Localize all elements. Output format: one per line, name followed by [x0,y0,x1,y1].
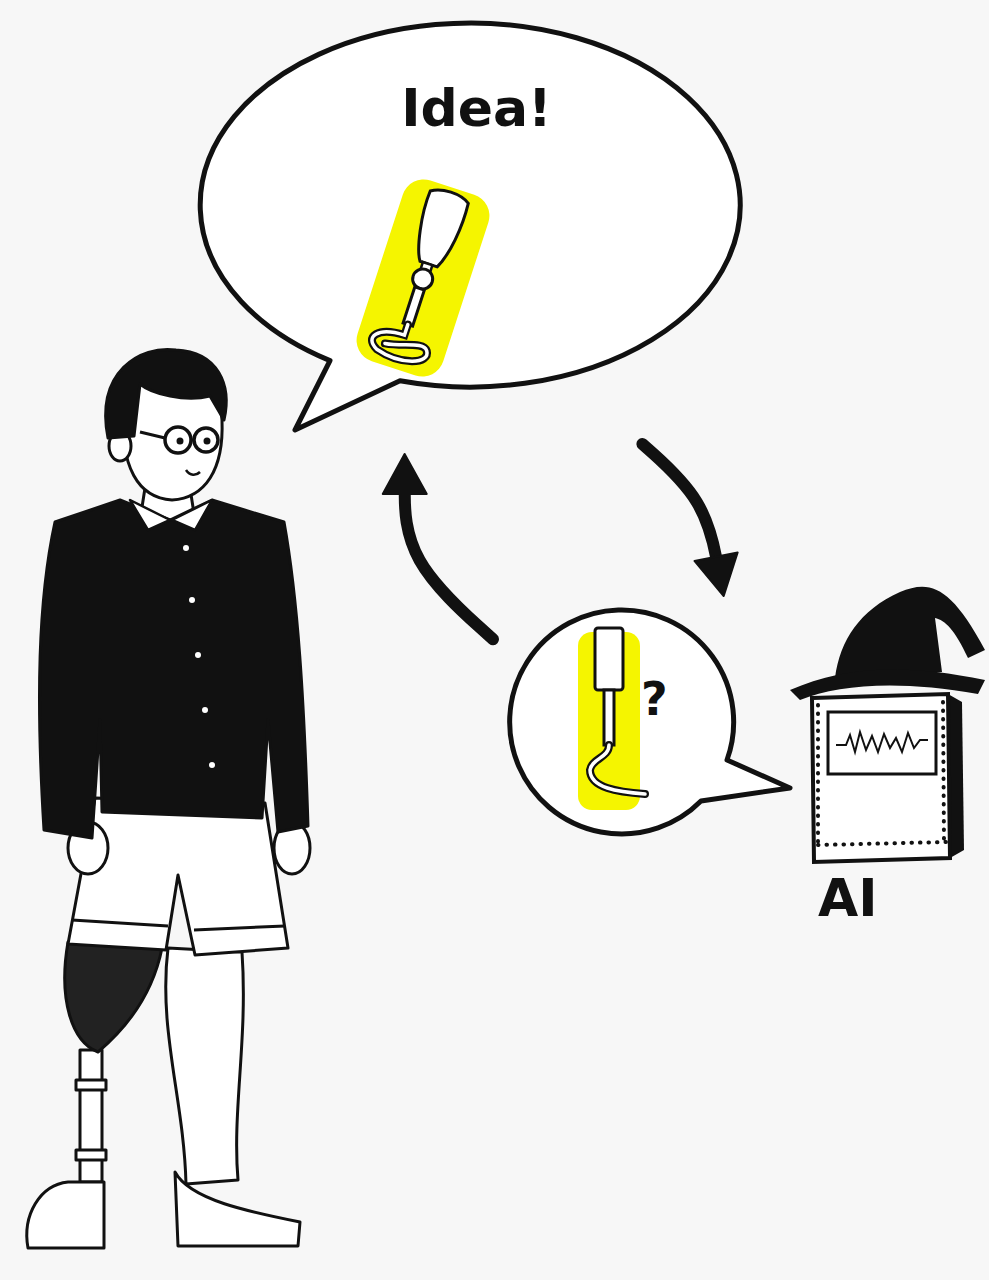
person [165,427,191,453]
shirt-buttons [209,762,215,768]
bubble-text: Idea! [200,80,753,137]
person [76,1080,106,1090]
person [68,798,288,955]
ai-machine [835,587,985,678]
bubble-outline [505,610,748,835]
speech-bubble: Idea! [200,20,753,440]
shirt-buttons [195,652,201,658]
curved-arrow [383,454,493,639]
prosthesis-icon [408,186,470,270]
arrow-head [694,553,737,596]
machine-label: AI [818,870,878,927]
speech-bubble: ? [505,610,748,835]
person [27,1182,104,1248]
person [106,349,226,438]
prosthesis-icon [595,628,623,690]
ai-machine [812,694,950,862]
person [65,942,162,1052]
person [178,439,182,443]
person [39,500,308,838]
prosthesis-icon [369,315,434,367]
person [205,439,209,443]
ai-machine [836,732,928,752]
arrow-shaft [642,444,718,569]
arrow-shaft [405,482,493,639]
prosthesis-icon [590,745,645,794]
bubble-text: ? [641,674,748,725]
bubble-outline [510,610,790,834]
prosthesis-icon [604,690,614,745]
shirt-buttons [183,545,189,551]
shirt-buttons [189,597,195,603]
person [27,349,310,1248]
person [72,920,285,930]
person [130,500,212,530]
curved-arrow [642,444,737,596]
prosthesis-icon [369,315,434,367]
prosthesis-icon [578,628,645,810]
person [140,432,193,440]
shirt-buttons [183,545,215,768]
arrow-head [383,454,427,494]
prosthesis-icon [351,174,495,383]
shirt-buttons [202,707,208,713]
person [166,948,244,1184]
person [194,428,218,452]
person [80,1050,102,1182]
ai-machine [818,702,946,845]
ai-machine [790,669,985,700]
person [76,1150,106,1160]
prosthesis-icon [403,287,424,326]
person [186,470,200,475]
ai-machine [790,587,985,862]
prosthesis-icon [590,745,645,794]
ai-machine [828,712,936,774]
prosthesis-icon [351,174,495,383]
